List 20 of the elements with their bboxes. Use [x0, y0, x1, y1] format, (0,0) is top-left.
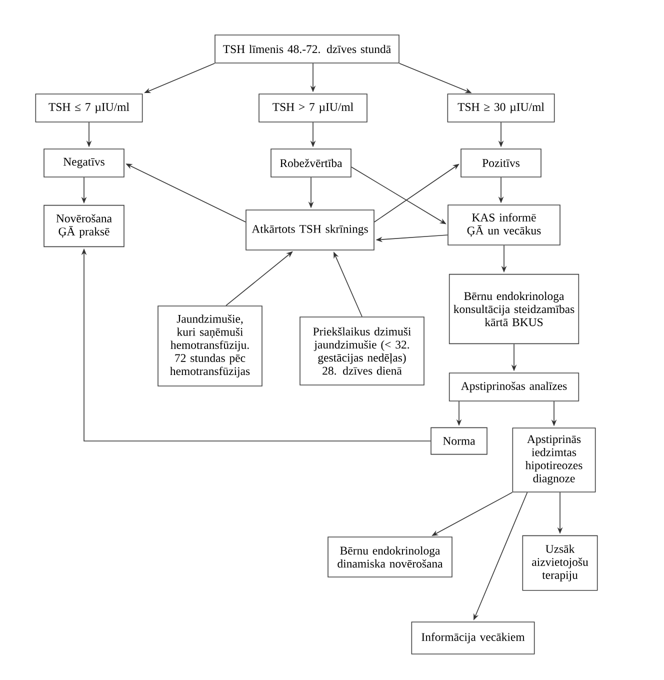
arrow: [374, 164, 460, 222]
process-box: Pozitīvs: [460, 148, 542, 178]
process-box: Uzsāk aizvietojošu terapiju: [522, 535, 598, 591]
process-box: Negatīvs: [44, 148, 124, 178]
process-box: Apstiprinošas analīzes: [448, 372, 580, 402]
process-box: Robežvērtība: [270, 148, 352, 178]
process-box: KAS informē ĢĀ un vecākus: [448, 204, 560, 246]
process-box: Bērnu endokrinologa konsultācija steidzamības kārtā BKUS: [448, 274, 580, 344]
process-box: Informācija vecākiem: [411, 622, 535, 654]
process-box: TSH līmenis 48.-72. dzīves stundā: [214, 34, 400, 64]
process-box: Jaundzimušie, kuri saņēmuši hemotransfūziju. 72 stundas pēc hemotransfūzijas: [158, 306, 262, 386]
process-box: Atkārtots TSH skrīnings: [246, 210, 374, 250]
process-box: TSH ≥ 30 µIU/ml: [447, 94, 555, 122]
process-box: Apstiprinās iedzimtas hipotireozes diagnoze: [512, 428, 596, 492]
process-box: Novērošana ĢĀ praksē: [44, 204, 124, 248]
process-box: Norma: [430, 427, 488, 455]
process-box: TSH ≤ 7 µIU/ml: [35, 94, 143, 122]
process-box: Bērnu endokrinologa dinamiska novērošana: [328, 536, 452, 578]
process-box: Priekšlaikus dzimuši jaundzimušie (< 32. gestācijas nedēļas) 28. dzīves dienā: [300, 316, 424, 386]
process-box: TSH > 7 µIU/ml: [258, 94, 368, 122]
